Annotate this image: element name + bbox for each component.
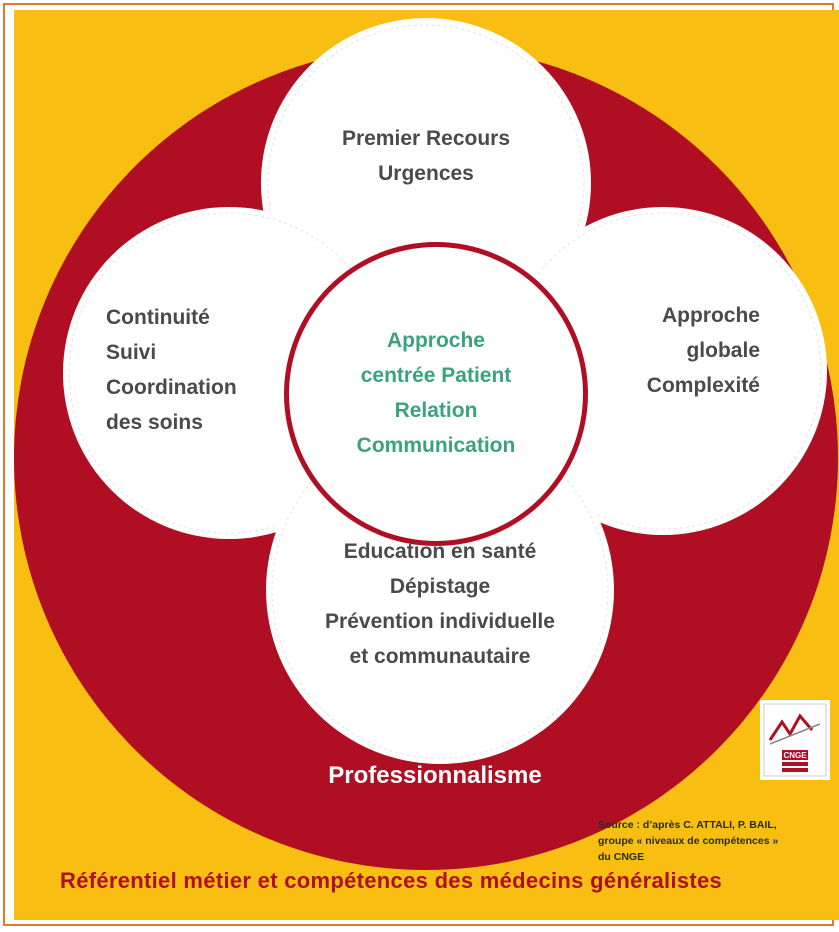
right-line-1: Approche — [661, 304, 760, 327]
right-line-2: globale — [686, 339, 760, 362]
source-line-3: du CNGE — [598, 851, 645, 863]
center-circle-label: Approche centrée Patient Relation Commun… — [311, 323, 561, 463]
bottom-circle-border — [271, 421, 609, 759]
left-line-4: des soins — [106, 411, 203, 434]
bottom-line-4: et communautaire — [349, 645, 531, 668]
center-line-1: Approche — [386, 329, 485, 352]
left-line-1: Continuité — [106, 306, 210, 329]
left-circle-label: Continuité Suivi Coordination des soins — [106, 300, 281, 440]
bottom-line-2: Dépistage — [389, 575, 491, 598]
bottom-circle-label: Education en santé Dépistage Prévention … — [290, 534, 590, 674]
footer-title: Référentiel métier et compétences des mé… — [60, 868, 723, 893]
center-line-4: Communication — [356, 434, 516, 457]
top-circle-label: Premier Recours Urgences — [296, 121, 556, 191]
right-circle — [499, 207, 827, 535]
center-line-3: Relation — [394, 399, 478, 422]
bottom-line-3: Prévention individuelle — [325, 610, 555, 633]
right-line-3: Complexité — [646, 374, 760, 397]
top-line-1: Premier Recours — [341, 127, 511, 150]
top-line-2: Urgences — [378, 162, 474, 185]
cnge-logo-graphic: CNGE — [763, 703, 827, 777]
center-circle — [289, 247, 583, 541]
source-line-2: groupe « niveaux de compétences » — [598, 835, 779, 847]
source-line-1: Source : d’après C. ATTALI, P. BAIL, — [598, 819, 777, 831]
left-line-3: Coordination — [106, 376, 237, 399]
bottom-line-1: Education en santé — [343, 540, 537, 563]
right-circle-border — [504, 212, 822, 530]
cnge-logo: CNGE — [760, 700, 830, 780]
logo-text: CNGE — [783, 751, 807, 760]
right-circle-label: Approche globale Complexité — [590, 298, 760, 403]
outer-ring-label: Professionnalisme — [328, 762, 542, 789]
center-line-2: centrée Patient — [360, 364, 512, 387]
source-note: Source : d’après C. ATTALI, P. BAIL, gro… — [598, 817, 838, 865]
left-line-2: Suivi — [106, 341, 157, 364]
